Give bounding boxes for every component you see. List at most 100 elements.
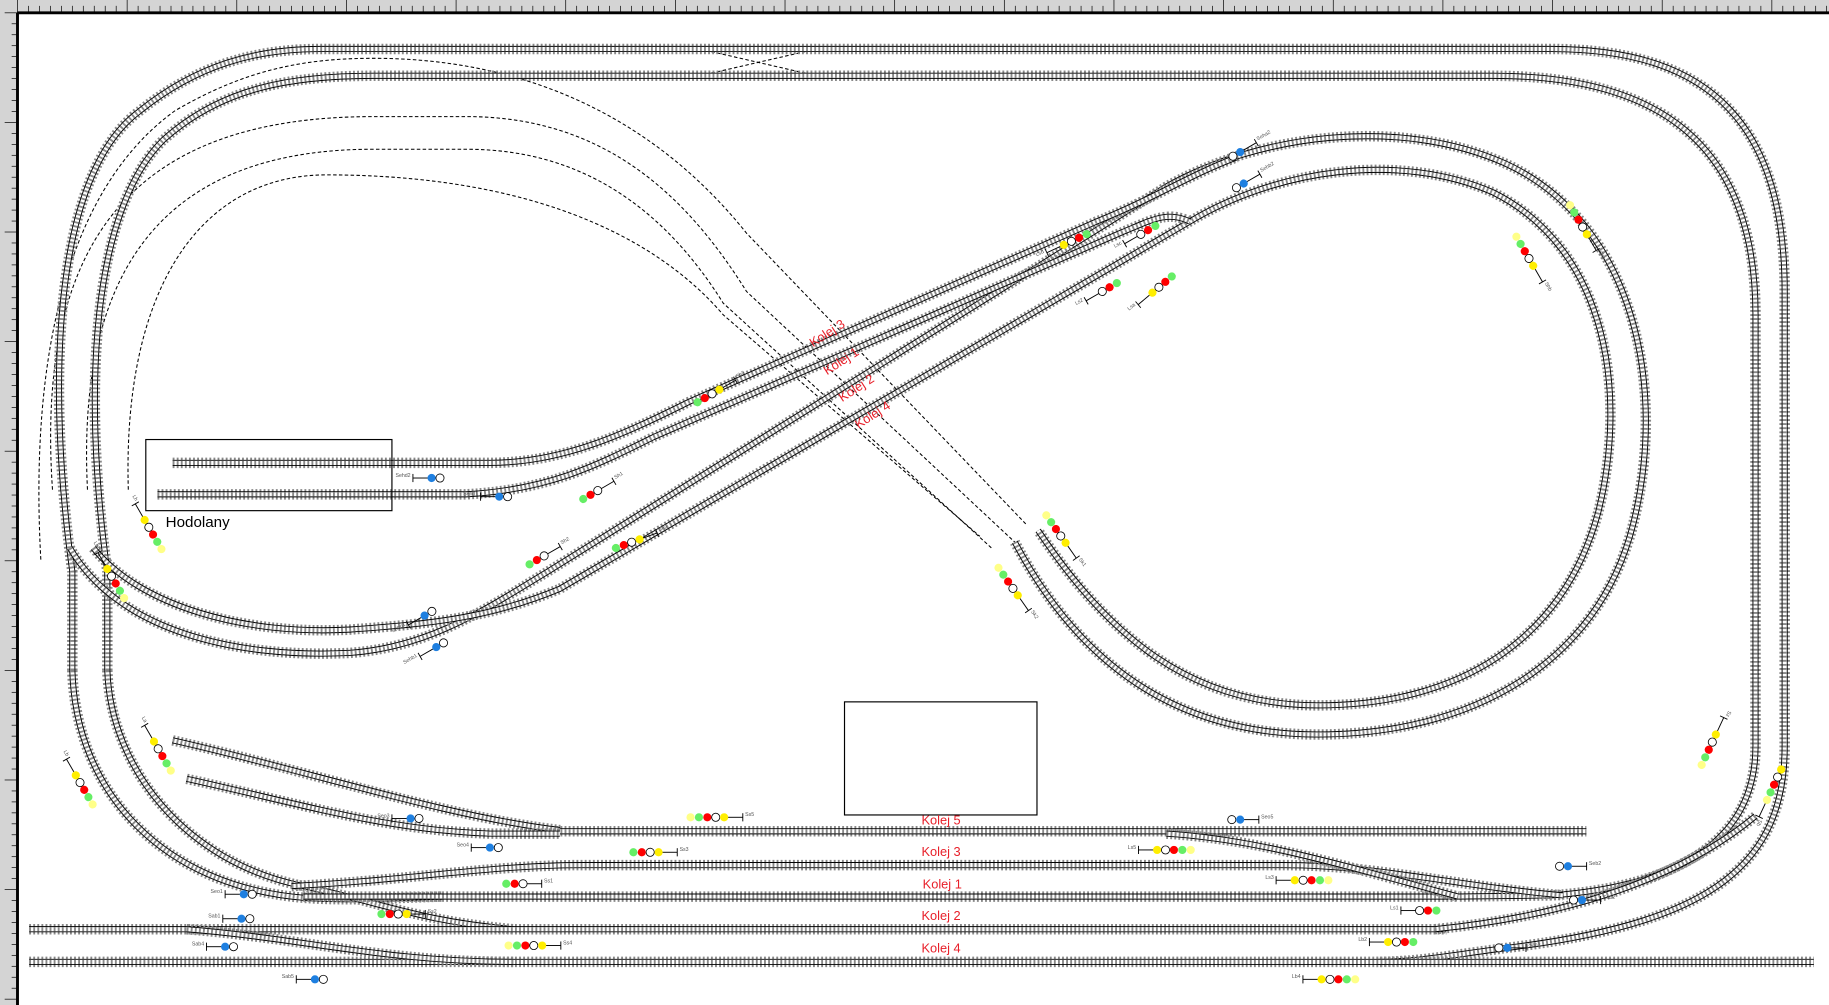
signal-sab1[interactable]: Sab1 bbox=[208, 914, 255, 924]
signal-label: Ls2 bbox=[1074, 297, 1084, 306]
track-label-kolej-4: Kolej 4 bbox=[921, 941, 960, 956]
signal-lamp bbox=[148, 530, 158, 539]
signal-lamp bbox=[1577, 895, 1587, 905]
signal-ss5[interactable]: Ss5 bbox=[686, 812, 754, 822]
signal-ls3[interactable]: Ls3 bbox=[1265, 875, 1333, 885]
signal-base bbox=[1072, 555, 1080, 561]
track-label-kolej-3: Kolej 3 bbox=[921, 844, 960, 859]
signal-lamp bbox=[406, 814, 415, 823]
signal-label: Ss5 bbox=[745, 812, 754, 818]
signal-post bbox=[1019, 597, 1029, 611]
track-segment[interactable] bbox=[186, 923, 514, 968]
signal-base bbox=[131, 501, 140, 507]
signal-sk2[interactable]: Sk2 bbox=[993, 561, 1039, 622]
signal-sehd1[interactable]: Sehd1 bbox=[463, 492, 513, 502]
track-segment[interactable] bbox=[172, 152, 1239, 469]
signal-lamp bbox=[393, 909, 403, 919]
signal-ss4[interactable]: Ss4 bbox=[504, 940, 572, 951]
signal-shb[interactable]: Shb bbox=[1511, 231, 1553, 295]
signal-sab4[interactable]: Sab4 bbox=[192, 942, 239, 952]
signal-lamp bbox=[1315, 876, 1325, 885]
signal-sh3[interactable]: Sh3 bbox=[691, 370, 747, 408]
track-segment[interactable] bbox=[185, 773, 560, 839]
signal-seo5[interactable]: Seo5 bbox=[1227, 814, 1274, 825]
signal-ss3[interactable]: Ss3 bbox=[629, 847, 689, 857]
signal-ss2[interactable]: Ss2 bbox=[377, 909, 437, 919]
signal-ls5[interactable]: Ls5 bbox=[1128, 845, 1195, 855]
track-segment[interactable] bbox=[171, 735, 561, 836]
track-segment[interactable] bbox=[157, 211, 1193, 500]
signal-sk1[interactable]: Sk1 bbox=[1041, 509, 1087, 570]
signal-lsc[interactable]: Lsc bbox=[1113, 219, 1161, 252]
signal-lamp bbox=[1524, 253, 1534, 263]
signal-sb[interactable]: Sb bbox=[1752, 764, 1788, 827]
signal-lamp bbox=[1555, 861, 1565, 871]
signal-lamp bbox=[1298, 875, 1308, 885]
signal-lamp bbox=[525, 560, 534, 569]
signal-lamp bbox=[377, 909, 386, 919]
signal-lamp bbox=[157, 544, 166, 554]
signal-ls1[interactable]: Ls1 bbox=[1390, 905, 1441, 916]
signal-lamp bbox=[627, 537, 637, 547]
signal-lsa[interactable]: Lsa bbox=[1127, 270, 1178, 315]
signal-post bbox=[1067, 545, 1077, 559]
signal-lb[interactable]: Lb bbox=[59, 750, 99, 810]
signal-sz[interactable]: Sz bbox=[1696, 708, 1732, 771]
signal-lamp bbox=[518, 879, 528, 889]
signal-post bbox=[1534, 268, 1543, 283]
signal-lamp bbox=[1154, 282, 1164, 292]
signal-seo4[interactable]: Seo4 bbox=[457, 842, 503, 853]
signal-base bbox=[1257, 170, 1263, 178]
signal-sab5[interactable]: Sab5 bbox=[282, 974, 328, 984]
signal-lamp bbox=[1342, 975, 1351, 984]
signal-sh2[interactable]: Sh2 bbox=[523, 536, 572, 570]
signal-lamp bbox=[71, 771, 80, 780]
signal-lamp bbox=[1153, 845, 1162, 855]
signal-lamp bbox=[619, 541, 628, 550]
track-label-kolej-2: Kolej 2 bbox=[921, 908, 960, 923]
signal-sab2[interactable]: Sab2 bbox=[1569, 895, 1615, 905]
signal-lh[interactable]: Lh bbox=[128, 494, 168, 554]
signal-lamp bbox=[1059, 240, 1068, 249]
signal-label: Ss1 bbox=[544, 879, 553, 885]
signal-lamp bbox=[310, 975, 320, 984]
signal-lamp bbox=[1512, 232, 1521, 241]
signal-base bbox=[1024, 607, 1033, 614]
empty-area-box[interactable] bbox=[843, 701, 1038, 816]
signal-lamp bbox=[1143, 226, 1153, 235]
signal-la[interactable]: La bbox=[137, 716, 177, 776]
signal-label: Sab4 bbox=[192, 942, 204, 948]
signal-seo1[interactable]: Seo1 bbox=[211, 889, 257, 899]
signal-lhb[interactable]: Lhb bbox=[89, 541, 131, 604]
track-segment[interactable] bbox=[102, 670, 514, 935]
signal-lb4[interactable]: Lb4 bbox=[1292, 974, 1360, 984]
track-segment[interactable] bbox=[53, 43, 1790, 968]
signal-lamp bbox=[1105, 283, 1114, 292]
track-segment[interactable] bbox=[1166, 828, 1460, 902]
signal-ls2[interactable]: Ls2 bbox=[1074, 277, 1122, 310]
signal-lamp bbox=[1148, 288, 1157, 297]
signal-ss1[interactable]: Ss1 bbox=[502, 879, 553, 889]
signal-seo3[interactable]: Seo3 bbox=[377, 813, 424, 823]
signal-sh1[interactable]: Sh1 bbox=[577, 471, 626, 505]
tracks bbox=[29, 43, 1814, 968]
track-segment[interactable] bbox=[89, 70, 1761, 902]
signal-post bbox=[642, 532, 658, 539]
track-segment[interactable] bbox=[89, 164, 1616, 711]
signal-lamp bbox=[1231, 183, 1241, 193]
track-segment[interactable] bbox=[291, 859, 1564, 901]
signal-lb2[interactable]: Lb2 bbox=[1358, 937, 1418, 947]
track-segment[interactable] bbox=[65, 130, 1652, 740]
signal-sha[interactable]: Sha bbox=[610, 524, 669, 553]
signal-lamp bbox=[1569, 895, 1579, 905]
signal-lamp bbox=[1351, 975, 1360, 984]
signal-seb2[interactable]: Seb2 bbox=[1555, 861, 1601, 871]
station-box-hodolany[interactable] bbox=[145, 438, 393, 512]
signal-lsd[interactable]: Lsd bbox=[1035, 228, 1092, 261]
signal-lamp bbox=[1400, 937, 1409, 947]
signal-sha[interactable]: Sha bbox=[1564, 199, 1607, 263]
signal-lamp bbox=[1236, 815, 1245, 824]
signal-sab3[interactable]: Sab3 bbox=[1494, 943, 1541, 953]
signal-sehd2[interactable]: Sehd2 bbox=[395, 473, 445, 483]
